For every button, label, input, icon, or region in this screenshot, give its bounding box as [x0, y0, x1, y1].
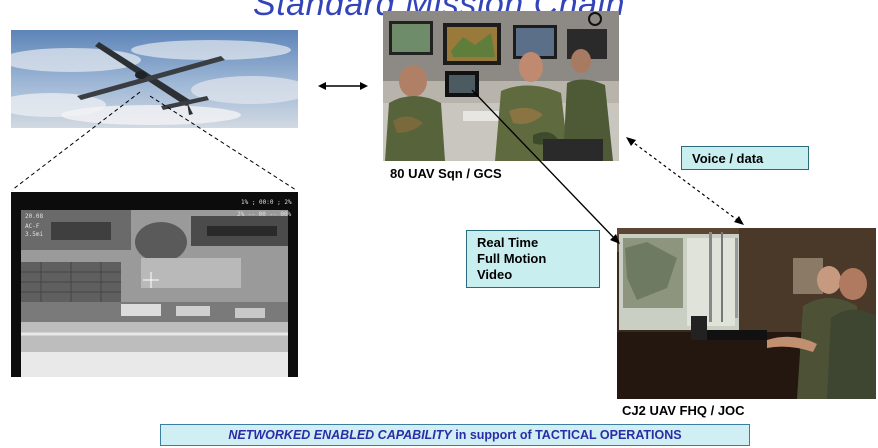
footer-rest: in support of TACTICAL OPERATIONS	[451, 428, 682, 442]
thermal-readout-left-2: 3.5mi	[25, 231, 43, 238]
video-label-line2: Full Motion	[477, 251, 547, 266]
thermal-readout-left-1: AC-F	[25, 223, 40, 230]
thermal-readout-top-right: 1% ; 00:0 ; 2%	[241, 199, 292, 206]
uav-gcs-link-arrow	[318, 82, 368, 90]
video-label-line3: Video	[477, 267, 513, 282]
gcs-caption: 80 UAV Sqn / GCS	[390, 166, 502, 181]
footer-banner: NETWORKED ENABLED CAPABILITY in support …	[160, 424, 750, 446]
voice-data-label: Voice / data	[692, 151, 764, 166]
uav-aircraft-photo	[11, 30, 298, 128]
video-label-line1: Real Time	[477, 235, 539, 250]
fhq-caption: CJ2 UAV FHQ / JOC	[622, 403, 745, 418]
thermal-readout-top-left: 20.08	[25, 213, 43, 220]
gcs-control-room-photo	[383, 11, 619, 161]
fhq-joc-room-photo	[617, 228, 876, 399]
thermal-video-frame: 1% ; 00:0 ; 2% 2% -- 00 -- 00% 20.08 AC-…	[11, 192, 298, 377]
thermal-readout-top-right-2: 2% -- 00 -- 00%	[237, 211, 292, 218]
voice-data-callout: Voice / data	[681, 146, 809, 170]
full-motion-video-callout: Real Time Full Motion Video	[466, 230, 600, 288]
footer-emphasis: NETWORKED ENABLED CAPABILITY	[228, 428, 452, 442]
